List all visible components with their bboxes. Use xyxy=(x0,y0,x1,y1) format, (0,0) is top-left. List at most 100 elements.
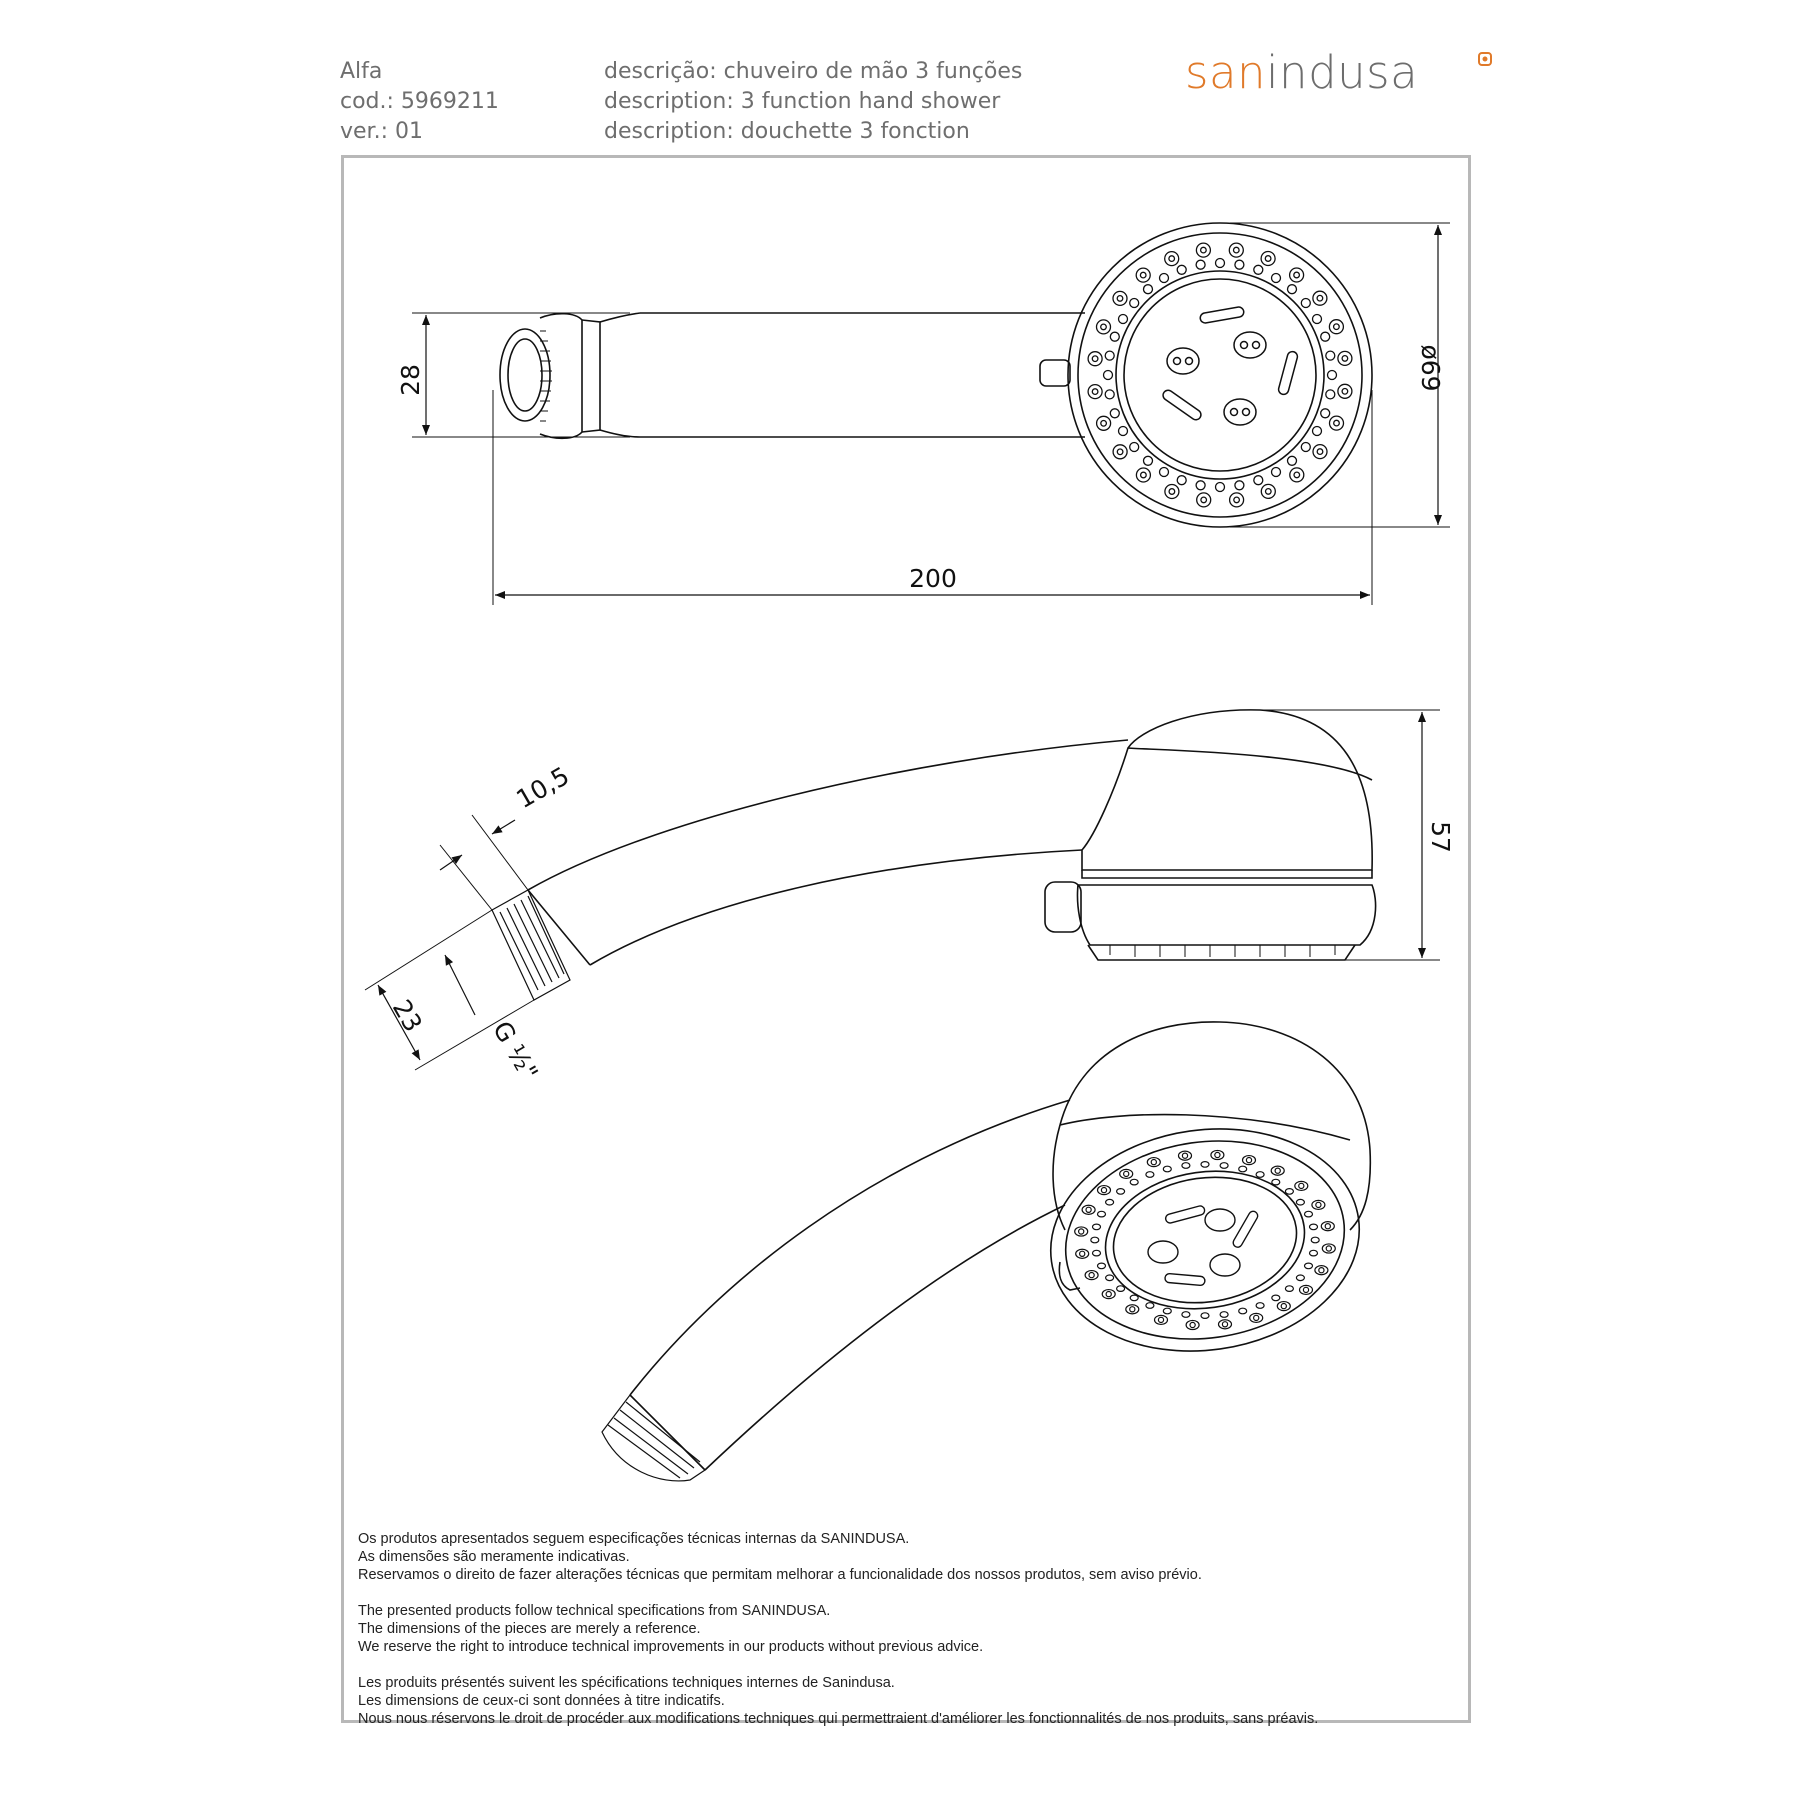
nozzle xyxy=(1145,1171,1155,1178)
logo-text-grey: indusa xyxy=(1266,46,1419,99)
nozzle xyxy=(1312,443,1328,460)
nozzle xyxy=(1255,1302,1265,1309)
nozzle xyxy=(1164,250,1180,267)
nozzle xyxy=(1238,1165,1248,1173)
nozzle xyxy=(1337,350,1353,367)
nozzle xyxy=(1228,242,1244,258)
nozzle xyxy=(1095,319,1112,335)
side-dimensions xyxy=(377,712,1426,1061)
nozzle xyxy=(1314,1265,1329,1276)
nozzle xyxy=(1158,272,1170,284)
nozzle-hole xyxy=(1324,1222,1332,1230)
nozzle-hole xyxy=(1293,471,1301,479)
nozzle xyxy=(1298,1284,1314,1296)
nozzle xyxy=(1284,1285,1295,1292)
note-pt-2: As dimensões são meramente indicativas. xyxy=(358,1549,630,1565)
dim-thread-diameter: 23 xyxy=(387,995,428,1037)
nozzle xyxy=(1101,1288,1116,1300)
nozzle xyxy=(1129,441,1140,453)
nozzle xyxy=(1096,1184,1112,1196)
nozzle xyxy=(1210,1149,1225,1161)
nozzle xyxy=(1270,272,1282,284)
nozzle xyxy=(1325,389,1336,400)
product-version: ver.: 01 xyxy=(340,119,423,144)
nozzle xyxy=(1217,1319,1233,1330)
nozzle xyxy=(1176,475,1187,486)
nozzle xyxy=(1125,1304,1140,1315)
nozzle xyxy=(1177,1150,1193,1161)
nozzle xyxy=(1260,250,1276,267)
nozzle-hole xyxy=(1332,323,1340,331)
nozzle-hole xyxy=(1116,448,1124,456)
nozzle-hole xyxy=(1100,323,1107,331)
nozzle xyxy=(1181,1311,1191,1318)
product-info: Alfa cod.: 5969211 ver.: 01 xyxy=(340,57,499,147)
disclaimer-notes: Os produtos apresentados seguem especifi… xyxy=(358,1512,1318,1746)
nozzle xyxy=(1312,290,1328,306)
nozzle xyxy=(1284,1187,1295,1195)
nozzle-hole xyxy=(1221,1321,1229,1328)
nozzle xyxy=(1075,1248,1090,1259)
note-fr-1: Les produits présentés suivent les spéci… xyxy=(358,1675,895,1691)
nozzle xyxy=(1109,408,1120,419)
drawing-frame xyxy=(341,155,1471,1723)
nozzle-hole xyxy=(1264,487,1272,495)
nozzle xyxy=(1253,264,1264,275)
nozzle xyxy=(1219,1311,1229,1318)
note-fr-2: Les dimensions de ceux-ci sont données à… xyxy=(358,1693,725,1709)
description-fr: description: douchette 3 fonction xyxy=(604,119,970,144)
nozzle-hole xyxy=(1085,1206,1092,1214)
top-view xyxy=(412,222,1450,605)
nozzle-hole xyxy=(1139,471,1147,479)
nozzle-hole xyxy=(1200,496,1208,504)
nozzle-hole xyxy=(1293,271,1301,279)
dim-thread-spec: G ½" xyxy=(487,1016,544,1085)
nozzle xyxy=(1228,492,1245,508)
dim-head-diameter: ø69 xyxy=(1416,344,1445,391)
nozzle xyxy=(1185,1319,1200,1331)
dim-thread-length: 10,5 xyxy=(511,761,574,814)
nozzle xyxy=(1214,257,1226,269)
nozzle-hole xyxy=(1100,1186,1108,1194)
nozzle xyxy=(1337,383,1353,399)
nozzle-hole xyxy=(1333,419,1340,427)
nozzle xyxy=(1102,369,1114,381)
nozzle xyxy=(1109,331,1120,342)
nozzle xyxy=(1087,383,1103,400)
nozzle-hole xyxy=(1091,355,1099,363)
nozzle xyxy=(1095,415,1112,431)
product-code: cod.: 5969211 xyxy=(340,89,499,114)
nozzle xyxy=(1091,1249,1102,1257)
nozzle-hole xyxy=(1298,1182,1305,1190)
nozzle xyxy=(1195,259,1206,270)
nozzle xyxy=(1295,1198,1306,1206)
perspective-center-jets xyxy=(1147,1205,1259,1287)
nozzle xyxy=(1270,466,1282,478)
nozzle xyxy=(1162,1165,1172,1173)
head-outer-circle xyxy=(1067,222,1373,528)
nozzle-hole xyxy=(1214,1151,1221,1159)
nozzle xyxy=(1271,1294,1281,1302)
nozzle xyxy=(1253,475,1264,486)
nozzle-hole xyxy=(1274,1167,1281,1174)
nozzle xyxy=(1129,1294,1139,1302)
nozzle-hole xyxy=(1302,1286,1310,1294)
nozzle xyxy=(1276,1300,1291,1312)
nozzle xyxy=(1271,1178,1281,1186)
nozzle xyxy=(1176,264,1187,275)
nozzle xyxy=(1096,1210,1107,1218)
nozzle-hole xyxy=(1088,1271,1095,1279)
nozzle xyxy=(1119,1168,1134,1180)
nozzle xyxy=(1328,415,1345,431)
nozzle xyxy=(1308,1223,1319,1231)
logo-text-orange: san xyxy=(1185,46,1267,99)
nozzle xyxy=(1117,425,1129,437)
nozzle xyxy=(1326,369,1338,381)
nozzle xyxy=(1241,1154,1257,1166)
nozzle xyxy=(1310,1236,1320,1244)
nozzle xyxy=(1311,425,1323,437)
nozzle xyxy=(1300,297,1311,309)
nozzle-hole xyxy=(1168,255,1176,263)
dim-total-length: 200 xyxy=(909,564,957,593)
nozzle-hole xyxy=(1316,294,1324,302)
